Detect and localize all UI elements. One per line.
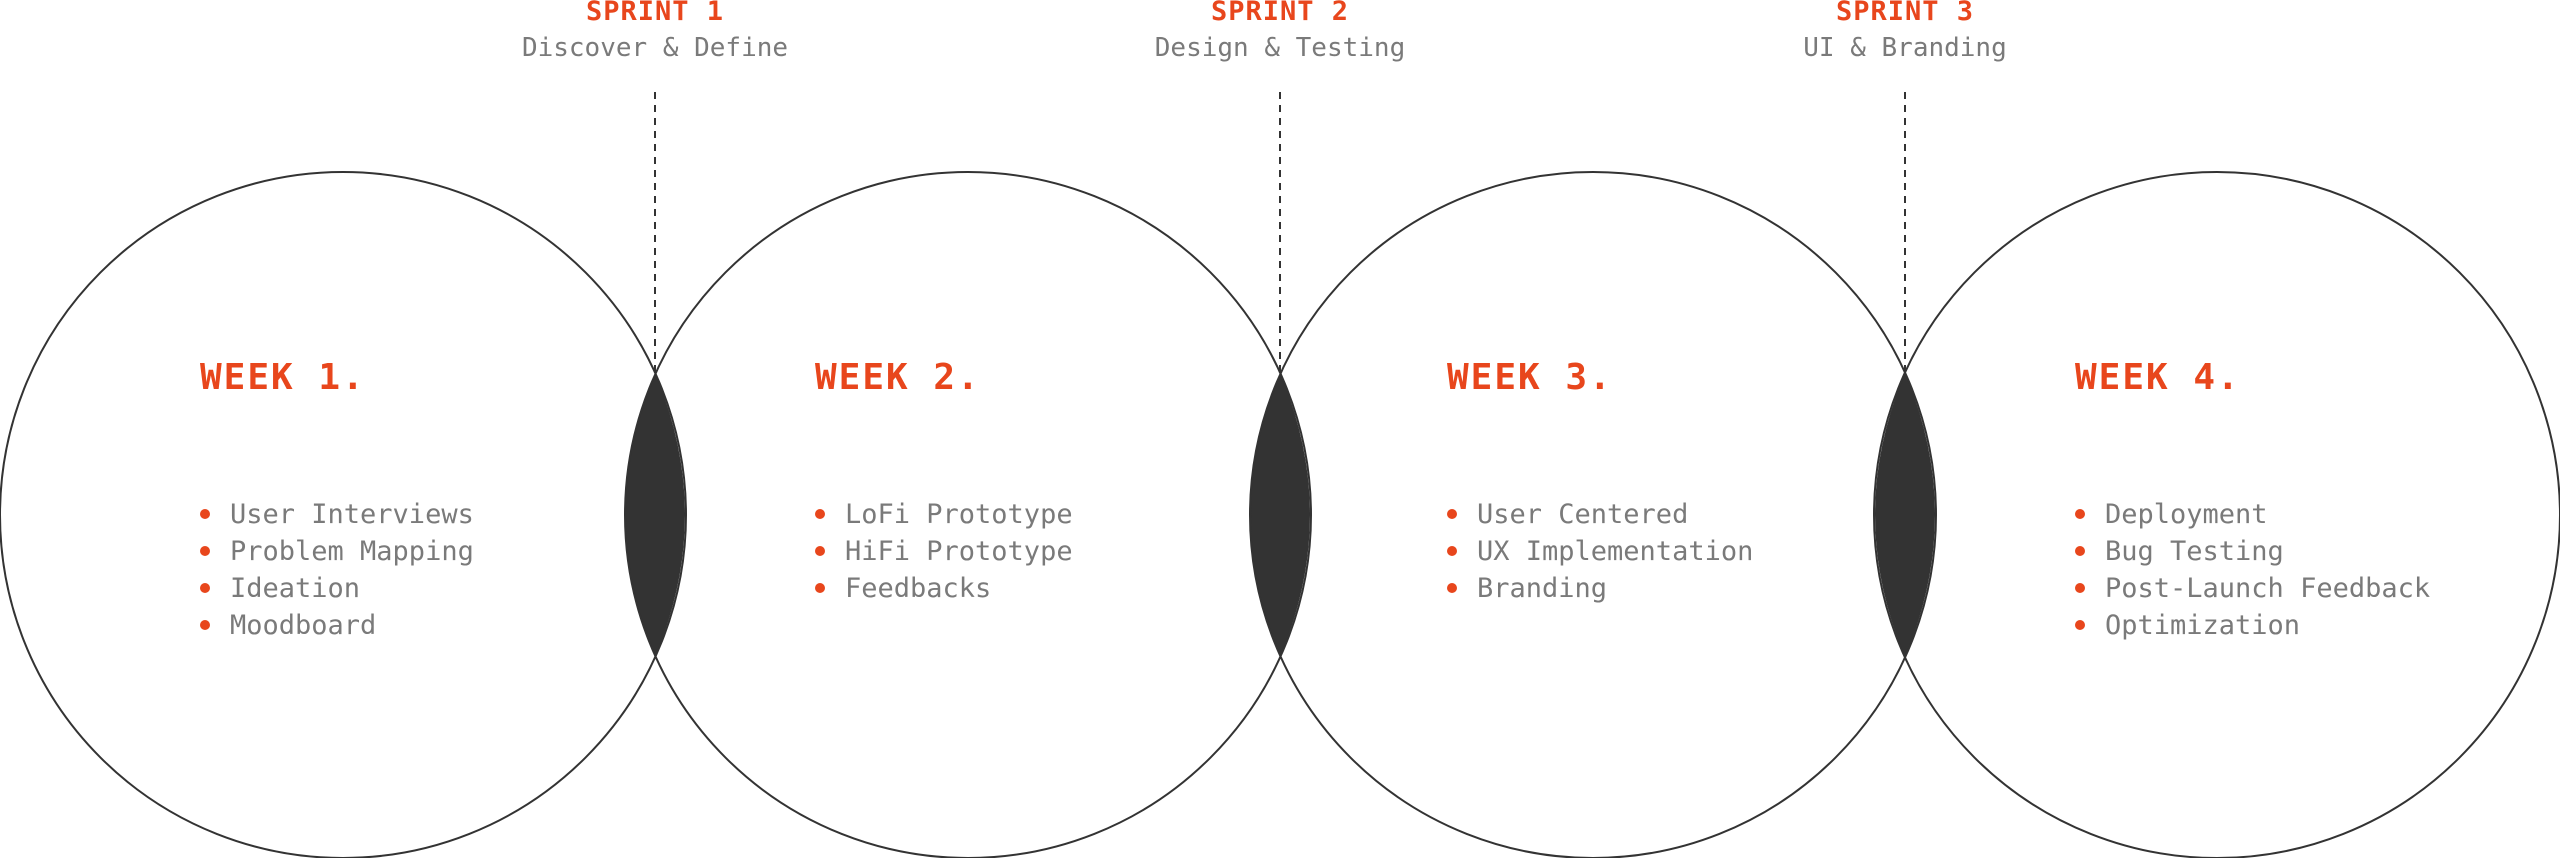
task-label: Moodboard [230, 610, 377, 641]
task-label: Branding [1477, 573, 1608, 604]
sprint-3-title: SPRINT 3 [1835, 0, 1975, 27]
week-3-title: WEEK 3. [1447, 357, 1613, 398]
task-label: Bug Testing [2105, 536, 2284, 567]
task-label: HiFi Prototype [845, 536, 1073, 567]
task-label: User Centered [1477, 499, 1689, 530]
bullet-dot-icon [1447, 509, 1457, 519]
week-2-task-list: LoFi Prototype HiFi Prototype Feedbacks [815, 496, 1073, 607]
sprint-2-header: SPRINT 2 Design & Testing [1080, 0, 1480, 63]
week-1-title: WEEK 1. [200, 357, 366, 398]
week-2-task: HiFi Prototype [815, 533, 1073, 570]
bullet-dot-icon [200, 546, 210, 556]
week-3-block: WEEK 3. User Centered UX Implementation … [1447, 358, 1753, 607]
bullet-dot-icon [815, 546, 825, 556]
task-label: LoFi Prototype [845, 499, 1073, 530]
week-4-task: Optimization [2075, 607, 2430, 644]
week-4-task: Bug Testing [2075, 533, 2430, 570]
week-2-circle [624, 171, 1312, 858]
week-4-task: Post-Launch Feedback [2075, 570, 2430, 607]
week-1-task: Problem Mapping [200, 533, 474, 570]
bullet-dot-icon [2075, 546, 2085, 556]
bullet-dot-icon [1447, 546, 1457, 556]
sprint-1-overlap [625, 373, 685, 657]
week-3-circle [1249, 171, 1937, 858]
bullet-dot-icon [200, 583, 210, 593]
week-2-task: LoFi Prototype [815, 496, 1073, 533]
week-3-task: User Centered [1447, 496, 1753, 533]
bullet-dot-icon [815, 509, 825, 519]
week-1-circle [0, 171, 687, 858]
week-1-task-list: User Interviews Problem Mapping Ideation… [200, 496, 474, 644]
sprint-2-overlap [1250, 373, 1310, 657]
task-label: Optimization [2105, 610, 2301, 641]
week-2-title: WEEK 2. [815, 357, 981, 398]
week-4-task-list: Deployment Bug Testing Post-Launch Feedb… [2075, 496, 2430, 644]
week-4-title: WEEK 4. [2075, 357, 2241, 398]
week-1-task: Ideation [200, 570, 474, 607]
week-3-task-list: User Centered UX Implementation Branding [1447, 496, 1753, 607]
bullet-dot-icon [2075, 583, 2085, 593]
sprint-2-title: SPRINT 2 [1210, 0, 1350, 27]
week-4-task: Deployment [2075, 496, 2430, 533]
sprint-1-subtitle: Discover & Define [521, 33, 789, 63]
week-1-block: WEEK 1. User Interviews Problem Mapping … [200, 358, 474, 644]
bullet-dot-icon [815, 583, 825, 593]
task-label: Ideation [230, 573, 361, 604]
bullet-dot-icon [200, 509, 210, 519]
sprint-1-header: SPRINT 1 Discover & Define [455, 0, 855, 63]
week-2-block: WEEK 2. LoFi Prototype HiFi Prototype Fe… [815, 358, 1073, 607]
task-label: Problem Mapping [230, 536, 474, 567]
task-label: Deployment [2105, 499, 2268, 530]
task-label: Feedbacks [845, 573, 992, 604]
bullet-dot-icon [2075, 620, 2085, 630]
task-label: User Interviews [230, 499, 474, 530]
bullet-dot-icon [200, 620, 210, 630]
week-3-task: Branding [1447, 570, 1753, 607]
sprint-3-header: SPRINT 3 UI & Branding [1705, 0, 2105, 63]
task-label: Post-Launch Feedback [2105, 573, 2431, 604]
bullet-dot-icon [2075, 509, 2085, 519]
bullet-dot-icon [1447, 583, 1457, 593]
sprint-1-title: SPRINT 1 [585, 0, 725, 27]
week-4-circle [1873, 171, 2560, 858]
sprint-3-overlap [1875, 373, 1935, 657]
week-4-block: WEEK 4. Deployment Bug Testing Post-Laun… [2075, 358, 2430, 644]
week-1-task: Moodboard [200, 607, 474, 644]
week-3-task: UX Implementation [1447, 533, 1753, 570]
week-1-task: User Interviews [200, 496, 474, 533]
task-label: UX Implementation [1477, 536, 1754, 567]
sprint-2-subtitle: Design & Testing [1154, 33, 1406, 63]
week-2-task: Feedbacks [815, 570, 1073, 607]
sprint-3-subtitle: UI & Branding [1803, 33, 2007, 63]
